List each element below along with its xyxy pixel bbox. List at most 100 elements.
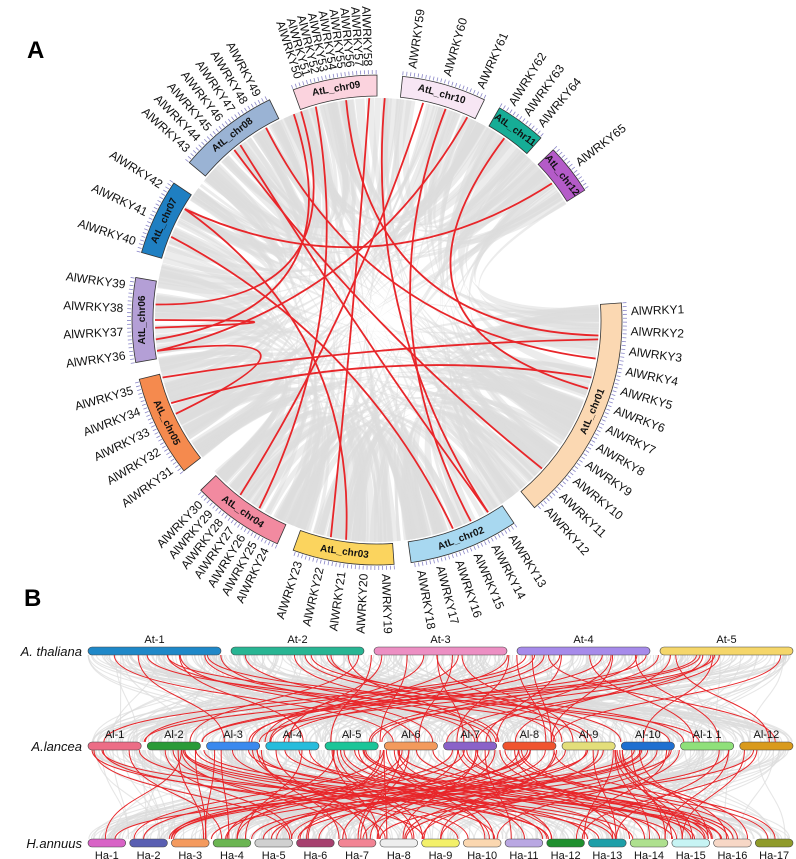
background-link xyxy=(335,654,487,743)
tick-mark xyxy=(607,404,612,408)
tick-mark xyxy=(484,541,487,546)
tick-mark xyxy=(253,534,257,538)
tick-mark xyxy=(138,243,143,246)
tick-mark xyxy=(159,196,164,200)
tick-mark xyxy=(149,421,154,425)
background-link xyxy=(95,749,160,840)
chromosome-AtL_chr04 xyxy=(200,475,287,545)
tick-mark xyxy=(603,415,608,419)
wrky-link xyxy=(269,654,459,743)
tick-mark xyxy=(221,123,225,128)
tick-mark xyxy=(566,160,571,164)
chromosome-bar xyxy=(373,646,508,656)
tick-mark xyxy=(593,436,598,440)
chromosome-label: Al-7 xyxy=(460,729,480,741)
tick-mark xyxy=(476,91,480,96)
background-link xyxy=(97,654,715,743)
gene-label: AlWRKY20 xyxy=(354,573,371,634)
background-link xyxy=(352,654,572,743)
tick-mark xyxy=(233,521,237,526)
chromosome-AtL_chr05 xyxy=(138,373,202,472)
chromosome-bar xyxy=(620,741,675,751)
tick-mark xyxy=(308,556,311,561)
duplication-link xyxy=(170,364,592,405)
chromosome-label: Al-5 xyxy=(342,729,362,741)
background-link xyxy=(465,385,559,458)
background-link xyxy=(236,749,371,840)
tick-mark xyxy=(580,179,585,183)
tick-mark xyxy=(306,80,308,85)
chromosome-bar xyxy=(230,646,365,656)
tick-mark xyxy=(414,563,416,568)
chromosome-label: Ha-16 xyxy=(717,850,747,859)
wrky-link xyxy=(575,749,668,840)
duplication-link xyxy=(233,149,543,470)
chromosome-label: AtL_chr06 xyxy=(137,295,148,344)
chromosome-AtL_chr09 xyxy=(292,74,378,111)
background-link xyxy=(655,749,744,840)
tick-mark xyxy=(466,548,469,553)
background-link xyxy=(92,654,375,743)
wrky-link xyxy=(220,654,434,743)
tick-mark xyxy=(250,103,254,108)
wrky-link xyxy=(457,749,631,840)
wrky-link xyxy=(172,749,386,840)
duplication-link xyxy=(239,144,489,513)
chromosome-bar xyxy=(629,838,669,848)
tick-mark xyxy=(540,133,544,137)
tick-mark xyxy=(571,166,576,170)
chromosome-bar xyxy=(383,741,438,751)
tick-mark xyxy=(494,535,498,540)
gene-label: AlWRKY60 xyxy=(440,16,470,78)
chromosome-bar xyxy=(337,838,377,848)
background-link xyxy=(208,137,507,240)
tick-mark xyxy=(444,556,447,561)
chromosome-AtL_chr01 xyxy=(520,302,623,509)
chromosome-bar xyxy=(324,741,379,751)
tick-mark xyxy=(433,559,435,564)
chromosome-bar xyxy=(463,838,502,848)
tick-mark xyxy=(501,531,504,536)
gene-label: AlWRKY61 xyxy=(474,30,511,91)
duplication-link xyxy=(154,319,255,329)
background-link xyxy=(482,654,770,743)
chromosome-label: Al-9 xyxy=(579,729,599,741)
tick-mark xyxy=(227,118,231,123)
chromosome-label: Ha-3 xyxy=(178,850,202,859)
wrky-link xyxy=(496,654,562,743)
wrky-link xyxy=(485,654,612,743)
tick-mark xyxy=(231,116,235,121)
tick-mark xyxy=(203,497,208,501)
tick-mark xyxy=(614,382,619,385)
wrky-link xyxy=(550,654,614,743)
tick-mark xyxy=(576,462,581,466)
background-link xyxy=(656,654,717,743)
tick-mark xyxy=(129,284,134,287)
wrky-link xyxy=(518,749,713,840)
chromosome-bar xyxy=(502,741,557,751)
tick-mark xyxy=(418,562,420,567)
background-link xyxy=(211,749,237,840)
tick-mark xyxy=(136,250,141,253)
tick-mark xyxy=(619,360,624,362)
tick-mark xyxy=(469,547,473,552)
background-link xyxy=(178,654,760,743)
tick-mark xyxy=(227,517,231,521)
chromosome-bar xyxy=(713,838,752,848)
tick-mark xyxy=(215,128,219,133)
background-link xyxy=(155,297,449,533)
wrky-link xyxy=(432,749,734,840)
tick-mark xyxy=(237,523,241,528)
tick-mark xyxy=(163,189,168,193)
tick-mark xyxy=(170,458,175,462)
chromosome-label: Al-10 xyxy=(635,729,661,741)
chromosome-bar xyxy=(87,741,142,751)
tick-mark xyxy=(562,481,566,485)
background-link xyxy=(113,749,301,840)
tick-mark xyxy=(155,203,160,207)
tick-mark xyxy=(190,153,194,157)
background-link xyxy=(155,330,598,347)
duplication-link xyxy=(380,98,489,513)
wrky-link xyxy=(220,749,230,840)
